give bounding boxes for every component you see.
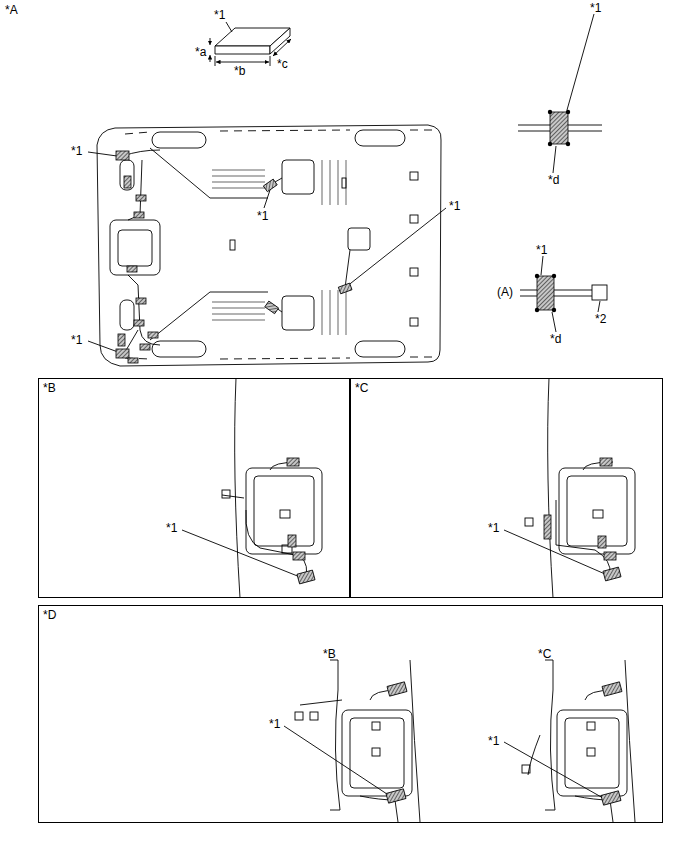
callout-label: *1 <box>535 244 548 257</box>
panel-heading: *B <box>39 379 60 398</box>
callout-label: *B <box>322 648 337 661</box>
callout-label: *1 <box>589 2 602 15</box>
callout-label: *2 <box>594 313 607 326</box>
detail-panel: *C <box>350 378 663 598</box>
callout-label: *c <box>276 58 289 71</box>
callout-label: *1 <box>70 145 83 158</box>
callout-label: (A) <box>496 286 514 299</box>
callout-label: *1 <box>165 522 178 535</box>
callout-label: *1 <box>70 334 83 347</box>
callout-label: *1 <box>448 200 461 213</box>
detail-panel: *B <box>38 378 350 598</box>
callout-label: *a <box>194 46 207 59</box>
panel-heading: *C <box>351 379 372 398</box>
callout-label: *1 <box>487 735 500 748</box>
callout-label: *d <box>547 174 560 187</box>
callout-label: *A <box>4 4 19 17</box>
callout-label: *d <box>549 333 562 346</box>
callout-label: *b <box>233 65 246 78</box>
panel-heading: *D <box>39 606 60 625</box>
callout-label: *1 <box>268 718 281 731</box>
callout-label: *1 <box>213 9 226 22</box>
callout-label: *1 <box>487 522 500 535</box>
detail-panel: *D <box>38 605 663 823</box>
callout-label: *1 <box>256 210 269 223</box>
callout-label: *C <box>537 648 552 661</box>
